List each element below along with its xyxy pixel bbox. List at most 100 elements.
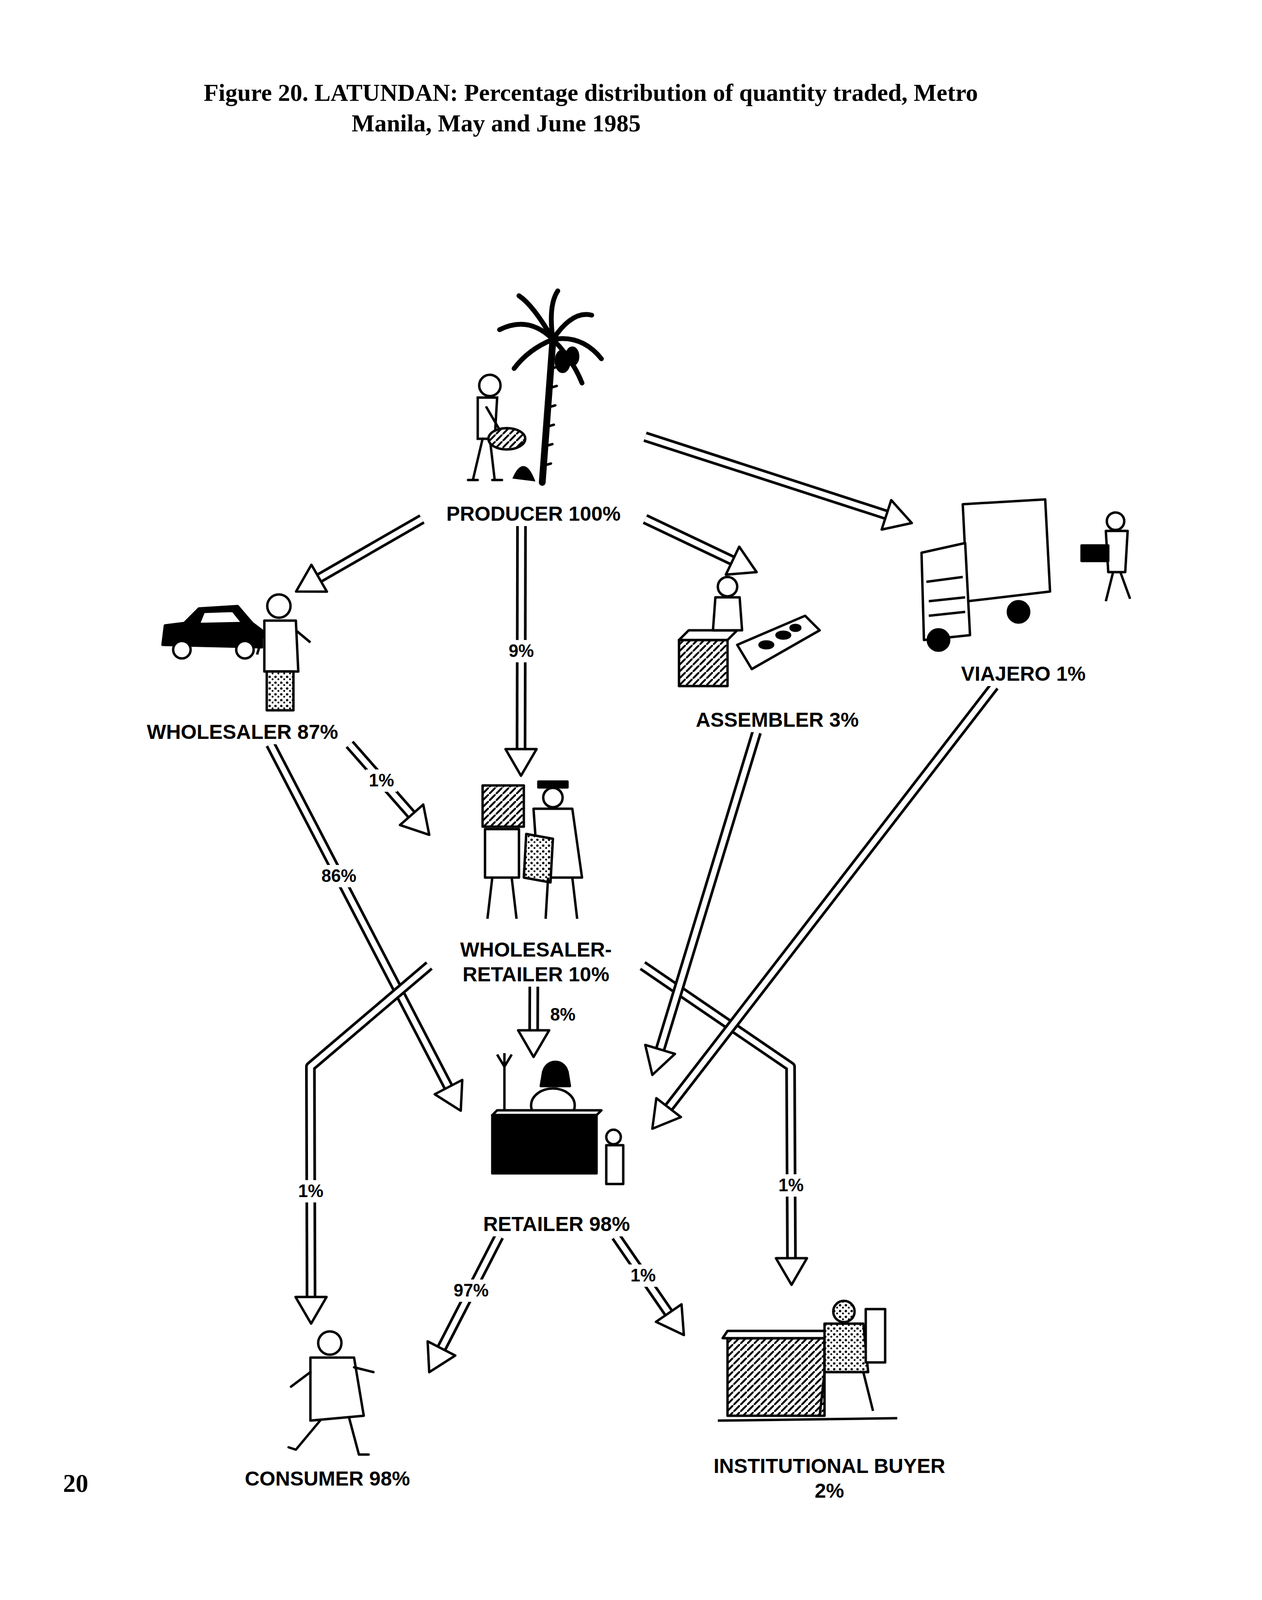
flow-arrow [652, 686, 995, 1130]
arrow-band-inner [660, 732, 757, 1050]
producer-illustration [468, 291, 602, 483]
market-node: VIAJERO 1% [911, 489, 1135, 687]
illustration-part [538, 781, 568, 788]
consumer-illustration [288, 1331, 374, 1456]
illustration-part [566, 347, 579, 366]
node-label: VIAJERO 1% [959, 662, 1088, 687]
arrow-head [295, 565, 327, 593]
node-label: ASSEMBLER 3% [693, 708, 861, 733]
market-node: RETAILER 98% [460, 1057, 653, 1237]
arrow-band-inner [518, 526, 525, 750]
flow-arrow [349, 744, 430, 836]
wholesaler-retailer-illustration [482, 781, 583, 920]
illustration-part [790, 625, 801, 631]
arrow-band-inner [642, 966, 792, 1260]
node-label: WHOLESALER- RETAILER 10% [434, 938, 638, 987]
arrow-band-inner [349, 744, 412, 816]
node-label: WHOLESALER 87% [145, 720, 340, 745]
arrow-head [776, 1258, 808, 1286]
illustration-part [257, 630, 311, 655]
illustration-part [606, 1145, 624, 1185]
arrow-band-inner [645, 436, 887, 516]
flow-arrow [645, 519, 757, 576]
illustration-part [264, 620, 299, 672]
illustration-part [926, 577, 966, 616]
illustration-part [1081, 545, 1109, 562]
illustration-part [497, 1053, 512, 1111]
arrow-band-outer [660, 732, 757, 1050]
arrow-head [295, 1297, 327, 1325]
wholesaler-illustration [162, 594, 311, 711]
arrow-band-inner [441, 1236, 500, 1349]
edge-label-holder: 1% [775, 1174, 807, 1198]
illustration-part [288, 1367, 374, 1456]
edge-label-holder: 9% [505, 640, 537, 663]
flow-arrow [505, 526, 537, 777]
illustration-part [717, 1372, 898, 1422]
arrow-band-outer [270, 744, 449, 1088]
viajero-illustration [921, 499, 1131, 651]
arrow-band-inner [319, 519, 422, 579]
percentage-label: 1% [627, 1264, 659, 1288]
flow-arrow [615, 1236, 684, 1336]
arrow-band-outer [615, 1236, 669, 1314]
illustration-part [927, 629, 950, 651]
illustration-part [267, 594, 291, 618]
market-node: INSTITUTIONAL BUYER 2% [683, 1285, 975, 1504]
illustration-part [962, 499, 1051, 602]
illustration-part [921, 543, 971, 641]
illustration-part [1007, 601, 1030, 623]
figure-title: Figure 20. LATUNDAN: Percentage distribu… [203, 77, 1058, 139]
illustration-part [492, 1115, 597, 1174]
retailer-illustration [492, 1053, 624, 1185]
illustration-part [865, 1309, 886, 1363]
institutional-buyer-illustration [717, 1301, 898, 1422]
arrow-band-inner [645, 519, 733, 562]
flow-arrow [295, 966, 430, 1325]
percentage-label: 1% [365, 769, 397, 793]
arrow-band-outer [319, 519, 422, 579]
illustration-part [542, 339, 553, 483]
illustration-part [776, 631, 791, 639]
percentage-label: 9% [505, 640, 537, 663]
edge-label-holder: 8% [547, 1003, 579, 1027]
flow-arrow [295, 519, 422, 593]
arrow-head [656, 1304, 685, 1336]
illustration-part [514, 467, 534, 481]
illustration-part [236, 641, 254, 659]
market-node: ASSEMBLER 3% [674, 572, 881, 733]
arrow-band-outer [349, 744, 412, 816]
arrow-head [881, 500, 912, 531]
arrow-band-outer [310, 966, 430, 1298]
illustration-part [1105, 572, 1131, 602]
arrow-band-inner [310, 966, 430, 1298]
flow-arrow [645, 436, 912, 531]
market-node: PRODUCER 100% [421, 291, 646, 527]
illustration-part [606, 1130, 621, 1145]
edge-label-holder: 1% [627, 1264, 659, 1288]
edge-label-holder: 86% [318, 865, 360, 888]
node-label: CONSUMER 98% [242, 1467, 413, 1492]
arrow-head [517, 1030, 550, 1058]
arrow-head [652, 1098, 681, 1130]
percentage-label: 8% [547, 1003, 579, 1027]
illustration-part [824, 1324, 869, 1373]
illustration-part [198, 611, 243, 625]
illustration-part [485, 829, 519, 878]
arrow-band-outer [515, 526, 527, 750]
arrow-band-inner [270, 744, 449, 1088]
page-number: 20 [63, 1469, 89, 1499]
edge-label-holder: 97% [450, 1279, 492, 1303]
illustration-part [1106, 512, 1125, 531]
arrow-head [434, 1080, 463, 1112]
assembler-illustration [679, 577, 820, 687]
percentage-label: 97% [450, 1279, 492, 1303]
illustration-part [544, 366, 559, 466]
illustration-part [318, 1331, 342, 1356]
illustration-part [722, 1331, 835, 1339]
node-label: RETAILER 98% [481, 1212, 632, 1237]
arrow-head [505, 749, 537, 777]
market-node: WHOLESALER 87% [126, 591, 359, 745]
illustration-part [540, 1063, 570, 1087]
illustration-part [759, 641, 774, 649]
